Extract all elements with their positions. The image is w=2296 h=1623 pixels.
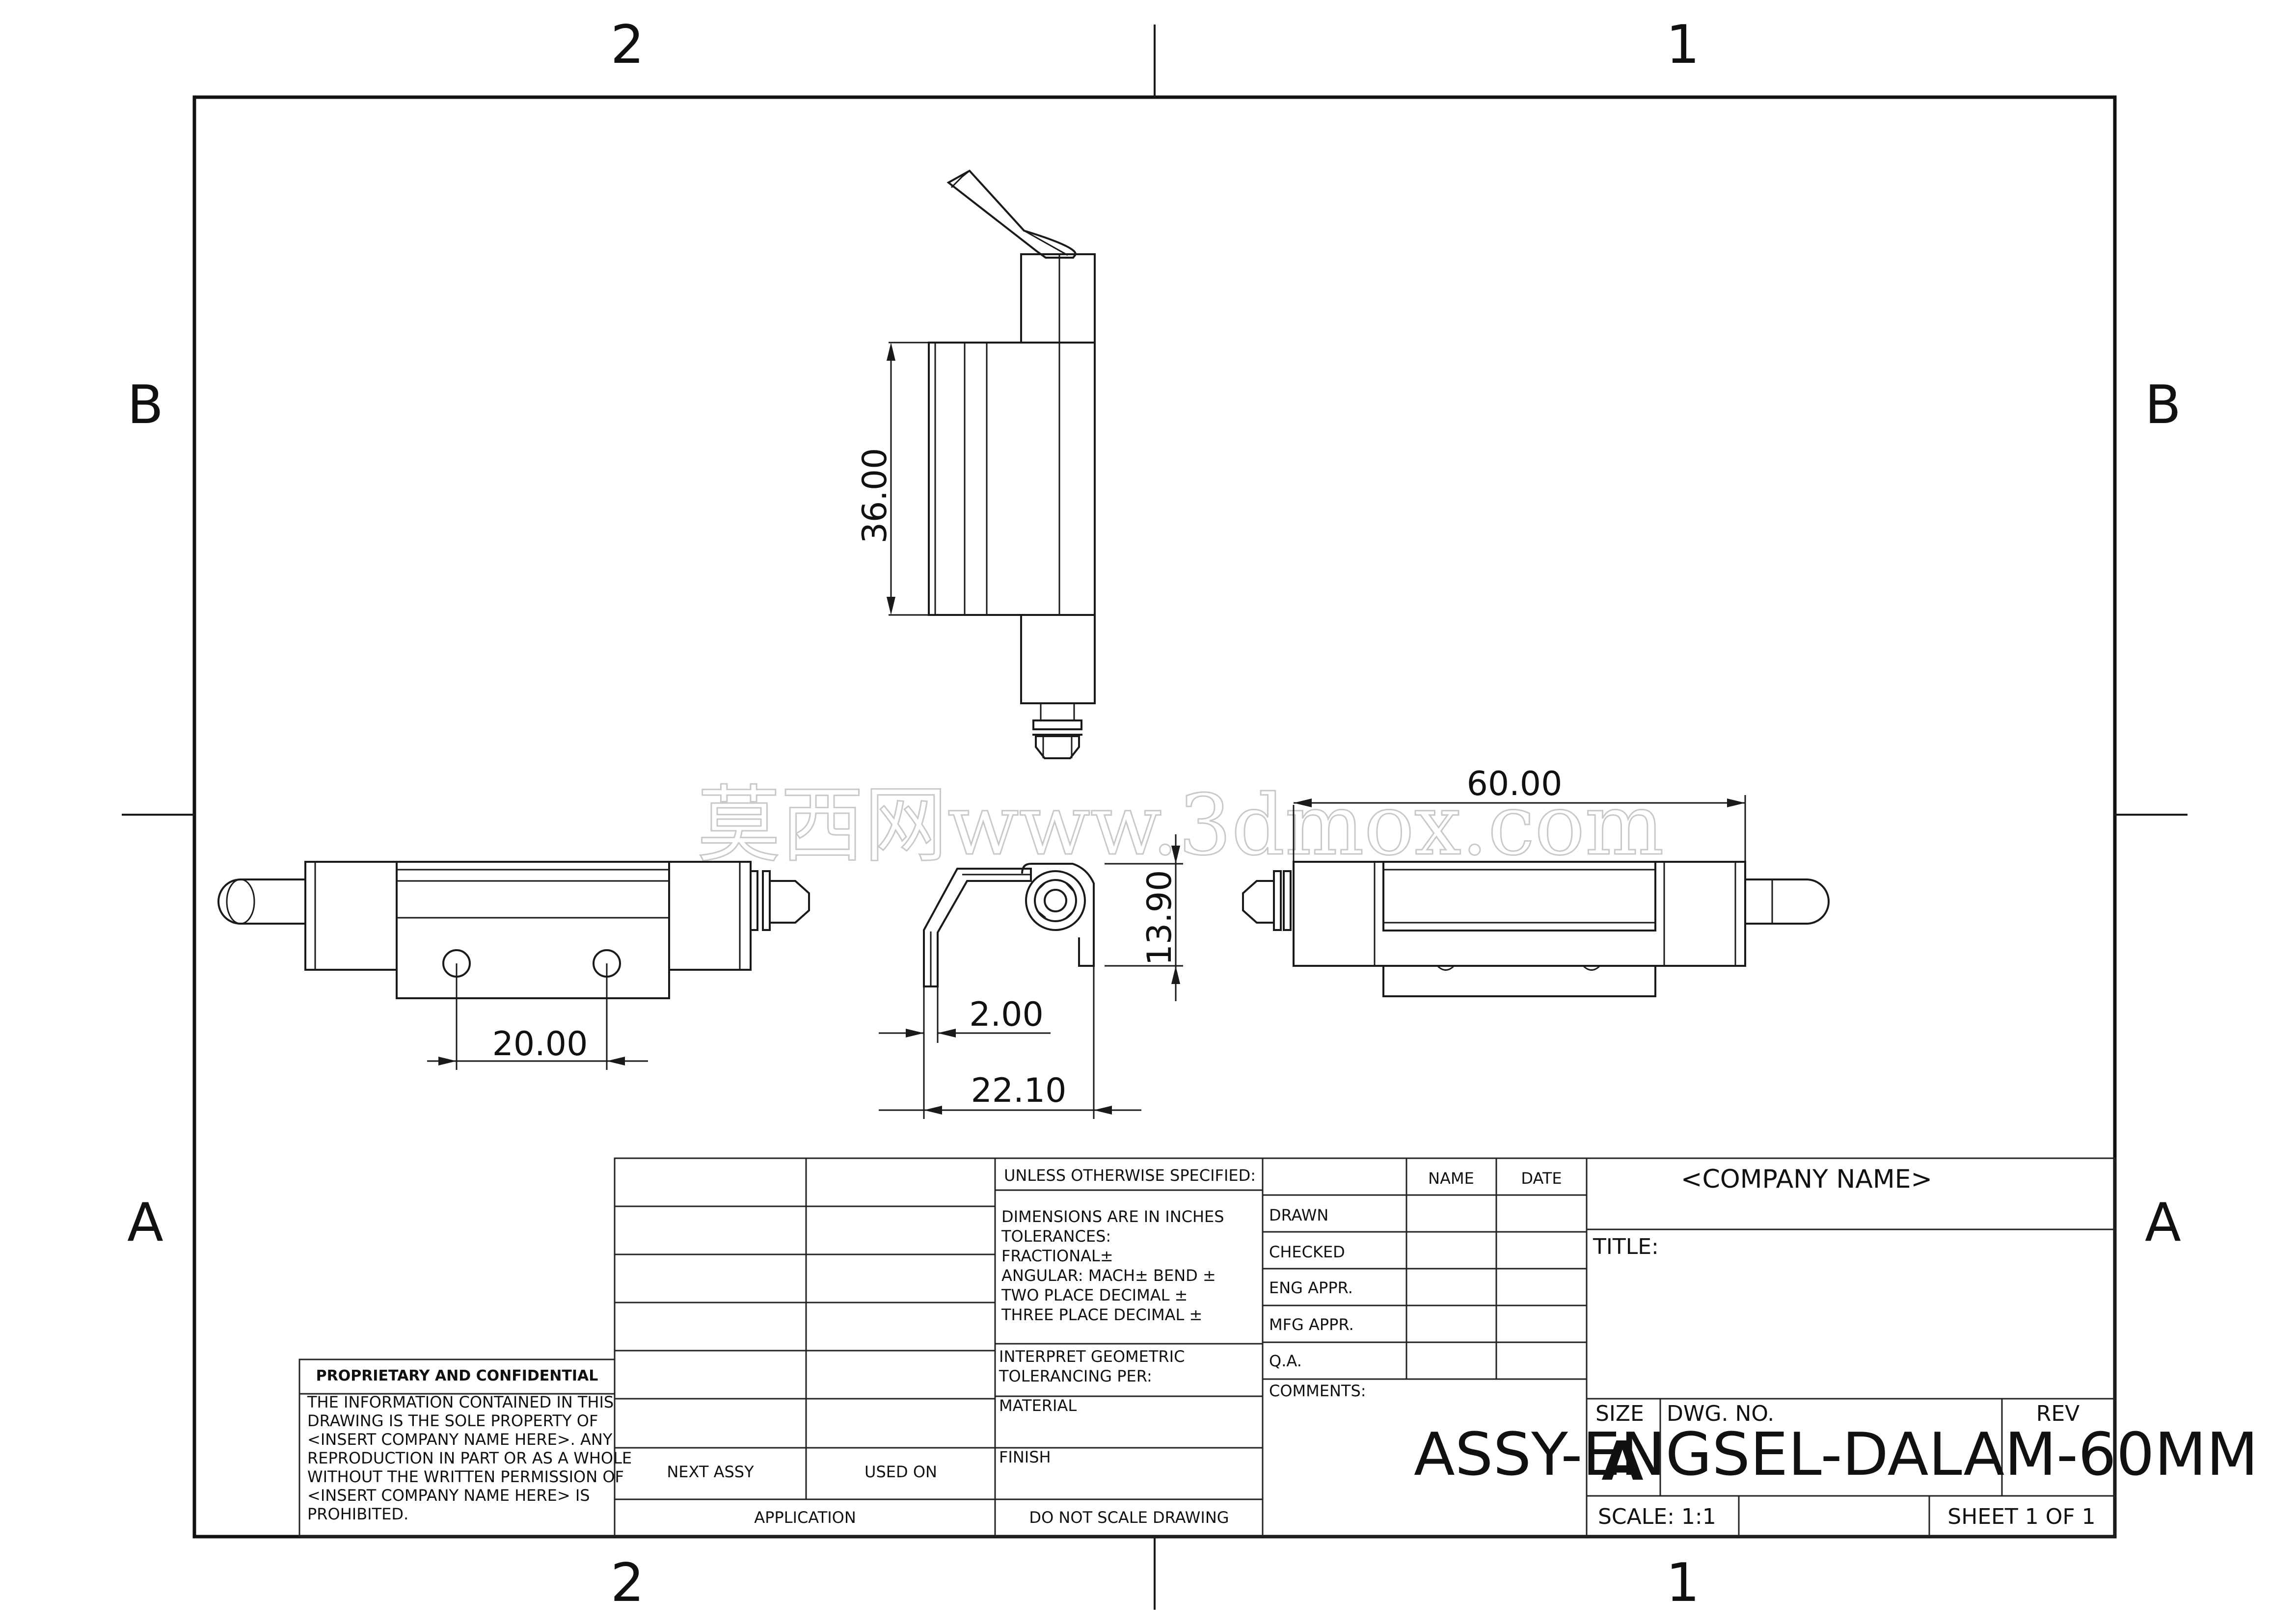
approval-qa: Q.A. [1269, 1352, 1302, 1370]
dimension-36-label: 36.00 [856, 448, 894, 544]
unless-specified: UNLESS OTHERWISE SPECIFIED: [1004, 1166, 1256, 1185]
proprietary-line-1: THE INFORMATION CONTAINED IN THIS [307, 1393, 614, 1411]
zone-label-bottom-2: 2 [611, 1552, 645, 1614]
top-view [928, 169, 1096, 759]
dimension-13-90-label: 13.90 [1140, 870, 1179, 966]
rev-label: REV [2036, 1401, 2080, 1426]
zone-label-right-b: B [2145, 374, 2181, 436]
finish-label: FINISH [999, 1448, 1051, 1466]
approval-checked: CHECKED [1269, 1243, 1345, 1261]
name-header: NAME [1428, 1169, 1474, 1188]
title-label: TITLE: [1593, 1234, 1659, 1259]
dimension-22-10-label: 22.10 [971, 1071, 1067, 1110]
approval-eng: ENG APPR. [1269, 1278, 1353, 1297]
interpret-line-1: INTERPRET GEOMETRIC [999, 1347, 1185, 1366]
proprietary-line-7: PROHIBITED. [307, 1505, 408, 1523]
tolerance-line-3: FRACTIONAL± [1001, 1247, 1113, 1265]
proprietary-line-6: <INSERT COMPANY NAME HERE> IS [307, 1486, 590, 1505]
dimension-22-10: 22.10 [879, 966, 1141, 1119]
zone-ticks [122, 25, 2188, 1610]
size-label: SIZE [1595, 1401, 1644, 1426]
application-label: APPLICATION [754, 1508, 856, 1527]
do-not-scale-label: DO NOT SCALE DRAWING [1029, 1508, 1229, 1527]
title-block: PROPRIETARY AND CONFIDENTIAL THE INFORMA… [298, 1157, 2258, 1538]
tolerance-line-1: DIMENSIONS ARE IN INCHES [1001, 1207, 1224, 1226]
used-on-label: USED ON [864, 1463, 937, 1481]
watermark-text: 莫西网www.3dmox.com [697, 777, 1664, 874]
next-assy-label: NEXT ASSY [667, 1463, 754, 1481]
dimension-36: 36.00 [856, 342, 935, 616]
zone-label-right-a: A [2145, 1192, 2181, 1253]
dimension-20: 20.00 [427, 963, 648, 1070]
tolerance-line-2: TOLERANCES: [1001, 1227, 1111, 1246]
tolerance-line-5: TWO PLACE DECIMAL ± [1001, 1286, 1188, 1304]
zone-label-top-1: 1 [1666, 14, 1700, 76]
proprietary-title: PROPRIETARY AND CONFIDENTIAL [316, 1367, 598, 1384]
zone-label-left-b: B [127, 374, 163, 436]
dimension-60: 60.00 [1293, 765, 1746, 862]
zone-label-left-a: A [127, 1192, 163, 1253]
scale-label: SCALE: 1:1 [1598, 1504, 1716, 1529]
size-value: A [1601, 1430, 1643, 1492]
dwg-no-label: DWG. NO. [1667, 1401, 1774, 1426]
side-view [923, 863, 1095, 987]
dimension-13-90: 13.90 [1105, 834, 1183, 1001]
zone-label-bottom-1: 1 [1666, 1552, 1700, 1614]
company-name: <COMPANY NAME> [1681, 1165, 1932, 1194]
proprietary-line-2: DRAWING IS THE SOLE PROPERTY OF [307, 1411, 598, 1430]
proprietary-line-3: <INSERT COMPANY NAME HERE>. ANY [307, 1430, 613, 1449]
drawing-number: ASSY-ENGSEL-DALAM-60MM [1414, 1421, 2258, 1489]
approval-drawn: DRAWN [1269, 1206, 1328, 1224]
proprietary-line-5: WITHOUT THE WRITTEN PERMISSION OF [307, 1467, 624, 1486]
approval-mfg: MFG APPR. [1269, 1315, 1354, 1334]
sheet-label: SHEET 1 OF 1 [1947, 1504, 2095, 1529]
back-view [1242, 861, 1830, 997]
dimension-20-label: 20.00 [492, 1025, 588, 1064]
dimension-2-label: 2.00 [969, 995, 1043, 1034]
material-label: MATERIAL [999, 1396, 1077, 1415]
dimension-2: 2.00 [879, 986, 1051, 1119]
zone-label-top-2: 2 [611, 14, 645, 76]
date-header: DATE [1521, 1169, 1562, 1188]
dimension-60-label: 60.00 [1467, 765, 1563, 803]
comments-label: COMMENTS: [1269, 1382, 1366, 1400]
tolerance-line-4: ANGULAR: MACH± BEND ± [1001, 1266, 1216, 1285]
proprietary-line-4: REPRODUCTION IN PART OR AS A WHOLE [307, 1449, 632, 1467]
interpret-line-2: TOLERANCING PER: [999, 1367, 1152, 1385]
tolerance-line-6: THREE PLACE DECIMAL ± [1001, 1305, 1202, 1324]
front-view [217, 861, 810, 999]
